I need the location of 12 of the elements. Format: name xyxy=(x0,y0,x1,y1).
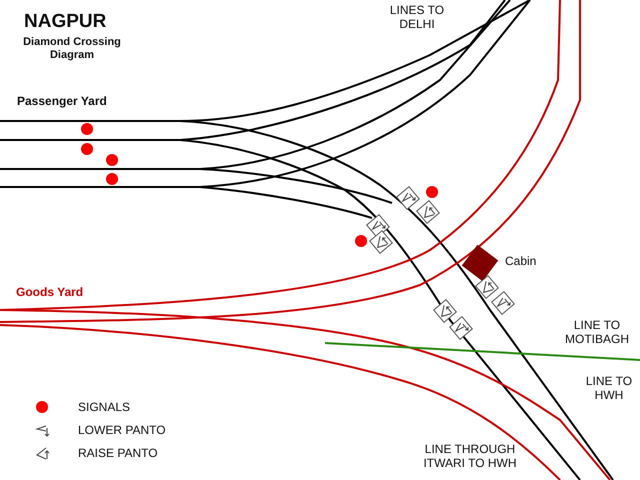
legend-label: LOWER PANTO xyxy=(78,423,166,438)
yard-label: Passenger Yard xyxy=(17,94,107,108)
legend-label: SIGNALS xyxy=(78,400,130,414)
destination-label: LINE TO HWH xyxy=(584,374,634,403)
cabin-label: Cabin xyxy=(505,254,536,268)
destination-label: LINE THROUGH ITWARI TO HWH xyxy=(422,442,518,471)
legend-label: RAISE PANTO xyxy=(78,446,158,460)
diagram-title: NAGPUR xyxy=(24,11,106,34)
yard-label: Goods Yard xyxy=(16,285,84,300)
destination-label: LINES TO DELHI xyxy=(388,3,446,32)
diagram-subtitle: Diamond Crossing Diagram xyxy=(22,36,122,62)
destination-label: LINE TO MOTIBAGH xyxy=(564,318,630,347)
